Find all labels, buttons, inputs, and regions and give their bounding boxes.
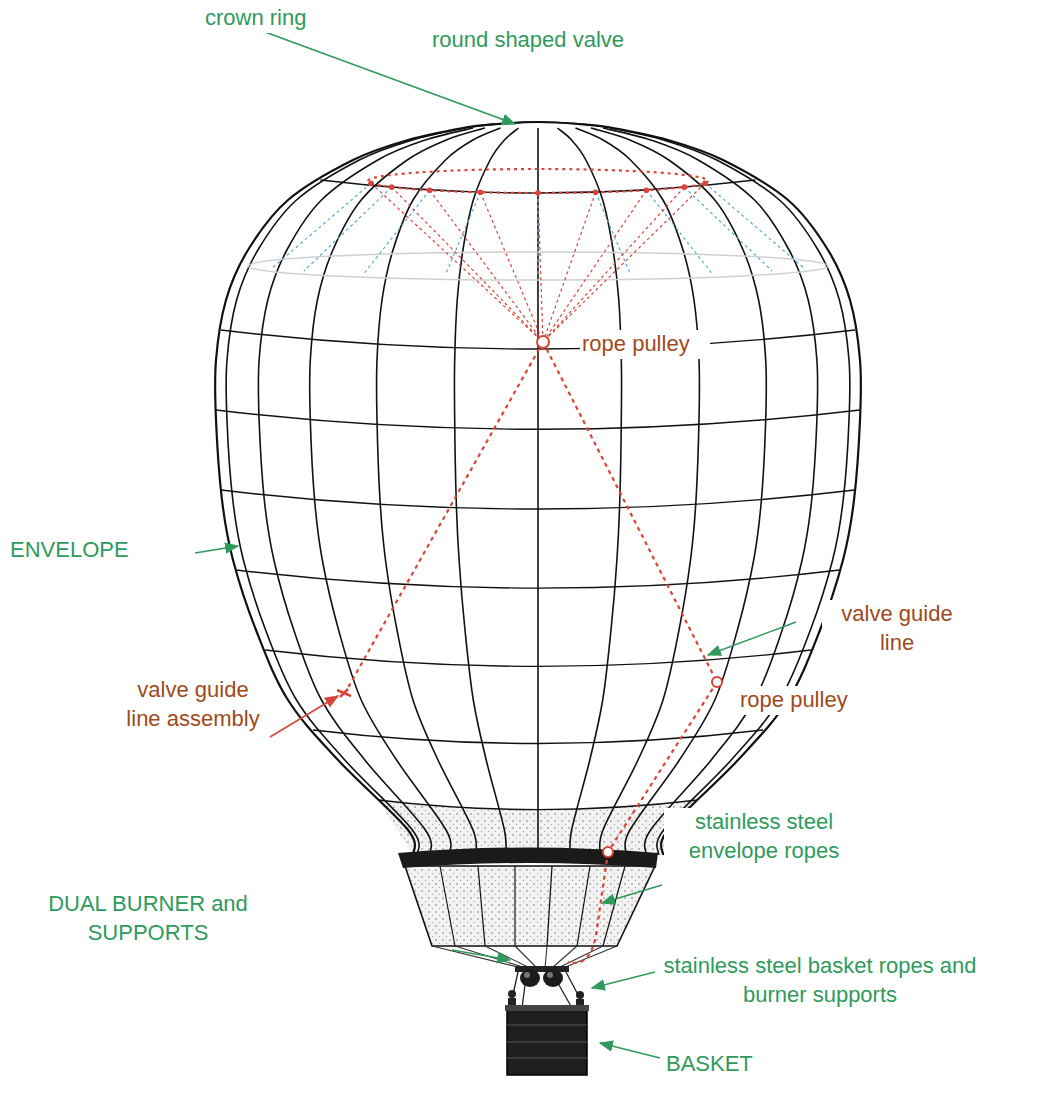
basket-ropes [510, 972, 585, 1008]
envelope-ropes [432, 946, 617, 968]
ropes-label: stainless steel envelope ropes [664, 808, 864, 865]
crown-ring-label: crown ring [203, 4, 333, 33]
leader-line [270, 696, 338, 737]
leader-line [195, 32, 796, 1058]
guide-line-assembly [337, 689, 351, 697]
assembly-label: valve guide line assembly [118, 676, 268, 733]
basket-ropes-label: stainless steel basket ropes and burner … [660, 952, 980, 1009]
valve-guide-line [345, 342, 717, 963]
envelope-gores [226, 122, 850, 855]
rope-pulley [537, 336, 722, 857]
envelope-label: ENVELOPE [8, 536, 158, 565]
dual-burner [515, 966, 569, 987]
load-ring [398, 848, 658, 869]
basket-label: BASKET [664, 1050, 784, 1079]
envelope-seams [216, 180, 860, 810]
envelope-outline [215, 122, 861, 855]
skirt [405, 866, 655, 946]
basket [505, 1005, 589, 1075]
round-valve [271, 169, 805, 342]
pulley-label: rope pulley [738, 686, 868, 715]
pulley-label: rope pulley [580, 330, 710, 359]
burner-label: DUAL BURNER and SUPPORTS [42, 890, 254, 947]
guide-line-label: valve guide line [822, 600, 972, 657]
valve-label: round shaped valve [430, 26, 660, 55]
